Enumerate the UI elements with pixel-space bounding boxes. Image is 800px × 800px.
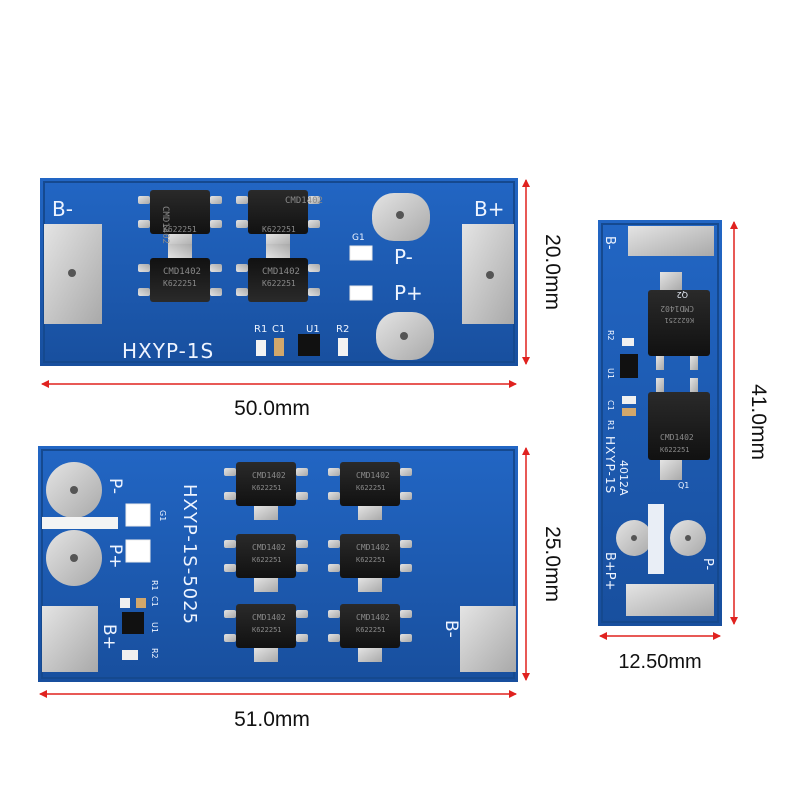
chip-mark-b6: CMD1402 xyxy=(356,613,390,622)
board-c-label: HXYP-1S xyxy=(603,436,617,494)
chip-code-c2: K622251 xyxy=(660,446,690,454)
dim-a-width: 50.0mm xyxy=(234,397,310,420)
board-b: CMD1402 CMD1402 CMD1402 CMD1402 CMD1402 … xyxy=(38,446,518,682)
label-a-b-minus: B- xyxy=(52,197,73,221)
board-c-sublabel: 4012A xyxy=(617,460,630,496)
chip-code-b3: K622251 xyxy=(252,556,282,564)
chip-mark-b4: CMD1402 xyxy=(356,543,390,552)
mosfet-c2 xyxy=(648,378,710,480)
mosfet-c1 xyxy=(648,272,710,370)
label-a-p-minus: P- xyxy=(394,245,413,269)
board-a-label: HXYP-1S xyxy=(122,339,214,363)
ref-c-r2: R2 xyxy=(606,330,615,341)
chip-code-c1: K622251 xyxy=(664,316,694,324)
ref-a-c1: C1 xyxy=(272,324,285,335)
chip-mark-a1: CMD1402 xyxy=(160,206,170,244)
label-a-p-plus: P+ xyxy=(394,281,423,305)
dim-c-height: 41.0mm xyxy=(747,384,770,460)
label-c-b-minus: B- xyxy=(602,236,617,250)
dim-c-width: 12.50mm xyxy=(618,651,701,673)
chip-code-a4: K622251 xyxy=(262,279,296,288)
label-c-p-minus: P- xyxy=(700,558,715,571)
ref-a-g1: G1 xyxy=(352,233,365,243)
ref-b-r2: R2 xyxy=(150,648,159,659)
label-c-b-plus-p-plus: B+P+ xyxy=(602,552,617,591)
chip-mark-a4: CMD1402 xyxy=(262,267,300,277)
ref-b-c1: C1 xyxy=(150,596,159,607)
chip-mark-b2: CMD1402 xyxy=(356,471,390,480)
ref-b-r1: R1 xyxy=(150,580,159,591)
chip-code-a3: K622251 xyxy=(163,279,197,288)
ref-c-u1: U1 xyxy=(606,368,615,379)
label-b-b-plus: B+ xyxy=(99,624,119,650)
label-b-p-minus: P- xyxy=(105,478,125,494)
pad-c-bottom xyxy=(626,584,714,616)
ref-a-r2: R2 xyxy=(336,324,349,335)
chip-code-a1: K622251 xyxy=(163,225,197,234)
chip-mark-a3: CMD1402 xyxy=(163,267,201,277)
chip-code-b6: K622251 xyxy=(356,626,386,634)
chip-code-b1: K622251 xyxy=(252,484,282,492)
dim-b-width: 51.0mm xyxy=(234,708,310,731)
chip-mark-c1: CMD1402 xyxy=(660,304,694,313)
pad-b-b-minus xyxy=(460,606,516,672)
ref-c-q1: Q1 xyxy=(678,481,689,490)
label-a-b-plus: B+ xyxy=(474,197,504,221)
dim-a-height: 20.0mm xyxy=(541,234,564,310)
label-b-p-plus: P+ xyxy=(105,544,125,569)
chip-code-a2: K622251 xyxy=(262,225,296,234)
ref-c-c1: C1 xyxy=(606,400,615,411)
board-c: CMD1402 K622251 CMD1402 K622251 B- Q2 R2… xyxy=(598,220,722,626)
pad-c-b-minus xyxy=(628,226,714,256)
board-a: CMD1402 CMD1402 CMD1402 CMD1402 K622251 … xyxy=(40,178,518,366)
ref-b-u1: U1 xyxy=(150,622,159,633)
chip-code-b2: K622251 xyxy=(356,484,386,492)
dim-b-height: 25.0mm xyxy=(541,526,564,602)
label-b-b-minus: B- xyxy=(441,620,461,638)
chip-mark-b5: CMD1402 xyxy=(252,613,286,622)
chip-mark-b1: CMD1402 xyxy=(252,471,286,480)
chip-mark-c2: CMD1402 xyxy=(660,433,694,442)
ref-c-r1: R1 xyxy=(606,420,615,431)
chip-mark-b3: CMD1402 xyxy=(252,543,286,552)
board-b-label: HXYP-1S-5025 xyxy=(179,484,200,625)
ref-b-g1: G1 xyxy=(158,510,167,521)
pad-b-b-plus xyxy=(42,606,98,672)
chip-code-b4: K622251 xyxy=(356,556,386,564)
chip-mark-a2: CMD1402 xyxy=(285,196,323,206)
ref-c-q2: Q2 xyxy=(677,290,688,299)
ref-a-u1: U1 xyxy=(306,324,320,335)
chip-code-b5: K622251 xyxy=(252,626,282,634)
ref-a-r1: R1 xyxy=(254,324,267,335)
